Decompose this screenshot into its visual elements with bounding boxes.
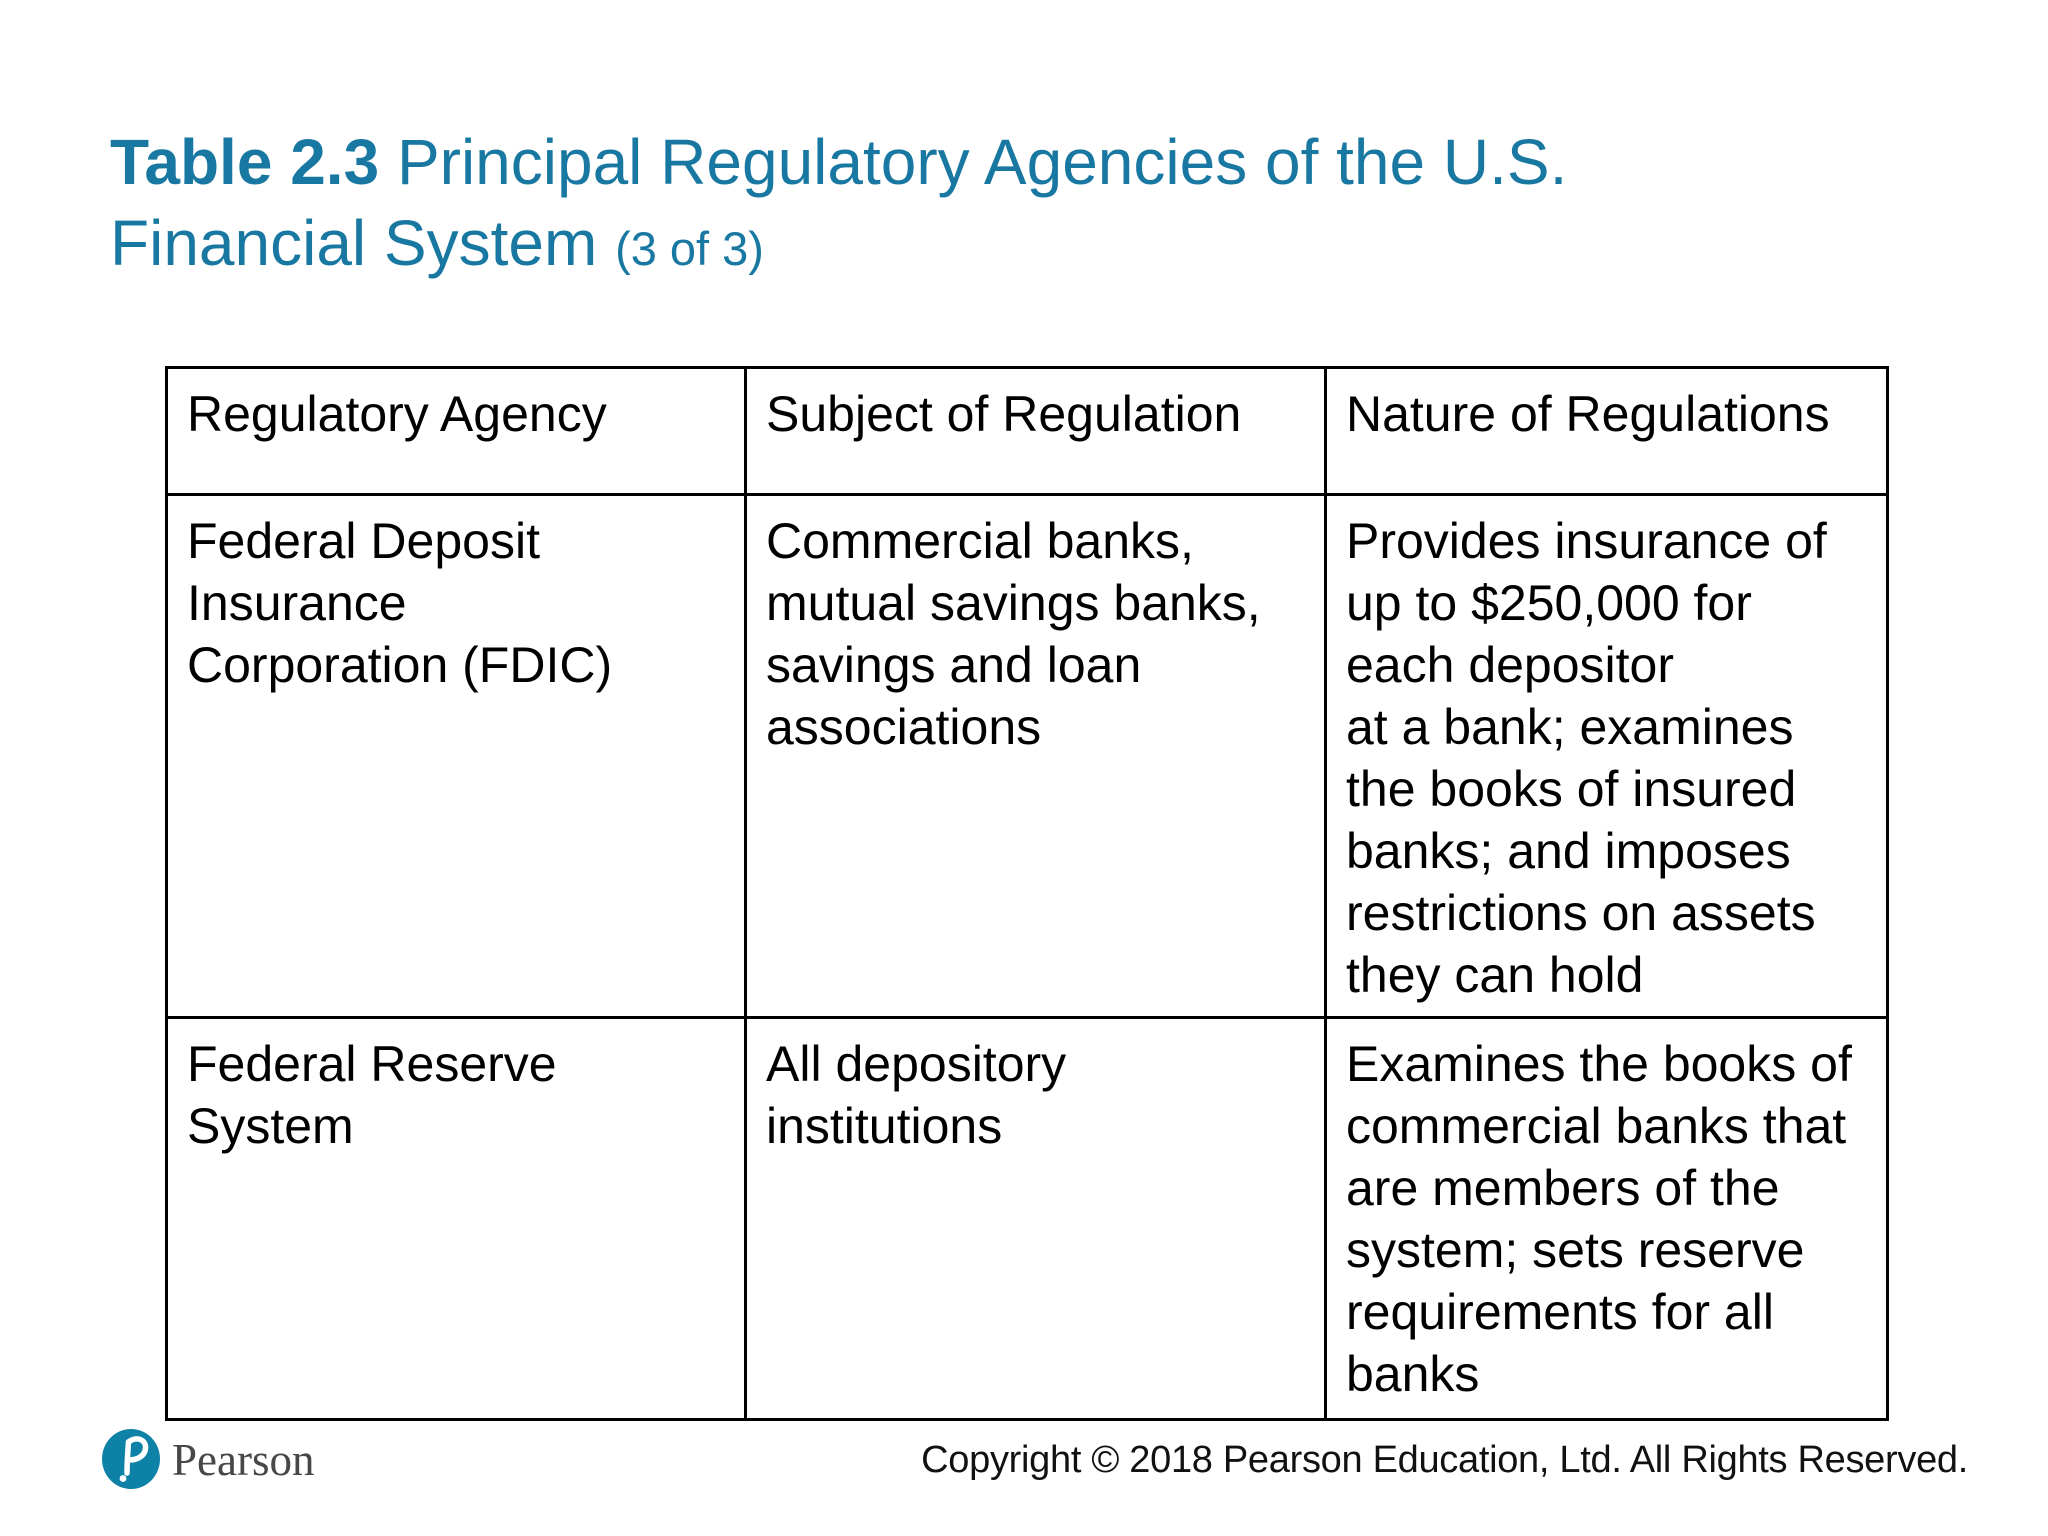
title-table-number: Table 2.3 (110, 126, 380, 198)
page-title: Table 2.3 Principal Regulatory Agencies … (110, 122, 1790, 289)
table-row-fdic: Federal Deposit Insurance Corporation (F… (165, 493, 1889, 1019)
cell-fdic-agency: Federal Deposit Insurance Corporation (F… (165, 493, 747, 1019)
cell-fdic-subject: Commercial banks, mutual savings banks, … (744, 493, 1327, 1019)
table-header-row: Regulatory Agency Subject of Regulation … (165, 366, 1889, 496)
pearson-logo-icon (102, 1429, 160, 1489)
regulatory-agencies-table: Regulatory Agency Subject of Regulation … (165, 366, 1889, 1421)
cell-fed-subject: All depository institutions (744, 1016, 1327, 1421)
cell-fed-agency: Federal Reserve System (165, 1016, 747, 1421)
title-text: Principal Regulatory Agencies of the U.S… (110, 126, 1568, 279)
col-header-regulatory-agency: Regulatory Agency (165, 366, 747, 496)
cell-fed-nature: Examines the books of commercial banks t… (1324, 1016, 1889, 1421)
title-pagination: (3 of 3) (615, 222, 764, 275)
table-row-federal-reserve: Federal Reserve System All depository in… (165, 1016, 1889, 1421)
pearson-wordmark: Pearson (172, 1435, 315, 1485)
col-header-subject-of-regulation: Subject of Regulation (744, 366, 1327, 496)
col-header-nature-of-regulations: Nature of Regulations (1324, 366, 1889, 496)
copyright-text: Copyright © 2018 Pearson Education, Ltd.… (921, 1439, 1968, 1481)
cell-fdic-nature: Provides insurance of up to $250,000 for… (1324, 493, 1889, 1019)
